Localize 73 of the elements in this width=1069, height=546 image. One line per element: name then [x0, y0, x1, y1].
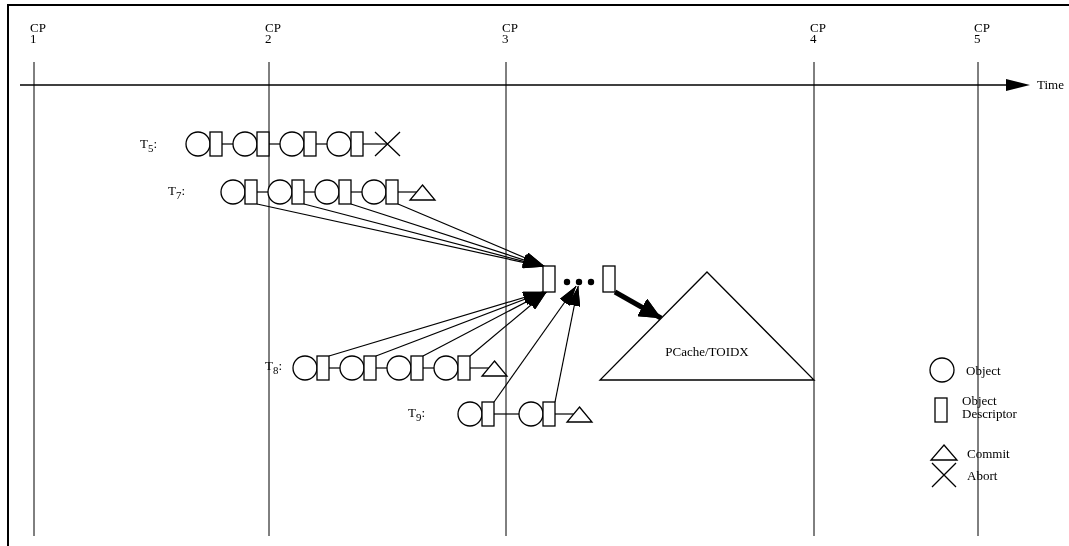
connector-line — [328, 367, 341, 369]
legend-label: Object Descriptor — [962, 394, 1018, 420]
descriptor-rectangle — [316, 355, 330, 381]
transaction-label: T$_{5}$: — [140, 137, 157, 154]
descriptor-rectangle — [363, 355, 377, 381]
descriptor-rectangle — [542, 401, 556, 427]
legend-label: Commit — [967, 447, 1011, 460]
object-circle — [326, 131, 352, 157]
arrow — [493, 285, 577, 403]
arrow — [613, 289, 663, 321]
object-circle — [267, 179, 293, 205]
descriptor-rectangle — [481, 401, 495, 427]
connector-line — [397, 191, 418, 193]
transaction-label: T$_{7}$: — [168, 184, 185, 201]
descriptor-rectangle — [244, 179, 258, 205]
arrow — [554, 285, 581, 403]
connector-line — [350, 191, 363, 193]
arrow — [256, 203, 544, 269]
connector-line — [375, 367, 388, 369]
checkpoint-label: CP 4 — [810, 22, 826, 44]
transaction-label: T$_{9}$: — [408, 406, 425, 423]
checkpoint-label: CP 3 — [502, 22, 518, 44]
connector-line — [554, 413, 575, 415]
descriptor-rectangle — [291, 179, 305, 205]
object-circle — [361, 179, 387, 205]
arrow — [397, 203, 545, 267]
transaction-label: T$_{8}$: — [265, 359, 282, 376]
arrow — [422, 291, 546, 357]
connector-line — [256, 191, 269, 193]
checkpoint-label: CP 5 — [974, 22, 990, 44]
object-circle — [279, 131, 305, 157]
checkpoint-label: CP 1 — [30, 22, 46, 44]
connector-line — [422, 367, 435, 369]
arrow — [469, 291, 548, 357]
object-circle — [457, 401, 483, 427]
object-circle — [386, 355, 412, 381]
connector-line — [221, 143, 234, 145]
descriptor-rectangle — [256, 131, 270, 157]
object-circle — [518, 401, 544, 427]
commit-triangle — [565, 406, 594, 423]
descriptor-rectangle — [350, 131, 364, 157]
axis-label: Time — [1037, 78, 1064, 91]
object-circle — [433, 355, 459, 381]
ellipsis-dots — [563, 278, 595, 286]
descriptor-rectangle — [410, 355, 424, 381]
descriptor-rectangle — [602, 265, 616, 293]
triangle-shape — [600, 272, 814, 380]
object-circle — [314, 179, 340, 205]
descriptor-rectangle — [385, 179, 399, 205]
arrow — [375, 291, 545, 357]
checkpoint-label: CP 2 — [265, 22, 281, 44]
connector-line — [469, 367, 490, 369]
connector-line — [303, 191, 316, 193]
commit-triangle — [480, 360, 509, 377]
descriptor-rectangle — [338, 179, 352, 205]
descriptor-rectangle — [542, 265, 556, 293]
object-circle — [339, 355, 365, 381]
connector-line — [268, 143, 281, 145]
object-circle — [292, 355, 318, 381]
legend-label: Abort — [967, 469, 999, 482]
descriptor-rectangle — [303, 131, 317, 157]
legend-label: Object — [966, 364, 1002, 377]
connector-line — [362, 143, 389, 145]
abort-cross — [374, 131, 401, 157]
connector-line — [315, 143, 328, 145]
connector-line — [493, 413, 520, 415]
descriptor-rectangle — [457, 355, 471, 381]
object-circle — [220, 179, 246, 205]
object-circle — [232, 131, 258, 157]
descriptor-rectangle — [209, 131, 223, 157]
node-label: PCache/TOIDX — [664, 344, 750, 360]
commit-triangle — [408, 184, 437, 201]
object-circle — [185, 131, 211, 157]
